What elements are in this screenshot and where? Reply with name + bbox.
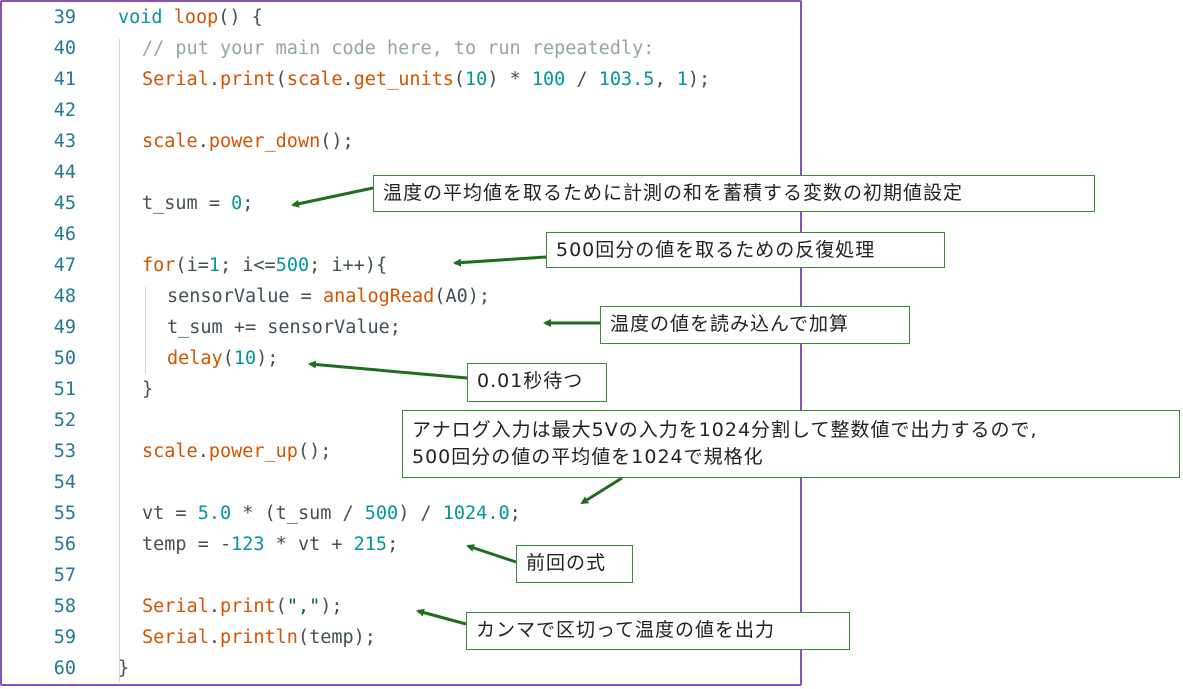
code-line: 52 [2, 405, 800, 436]
code-line: 40 // put your main code here, to run rep… [2, 33, 800, 64]
line-number: 49 [53, 317, 76, 338]
code-text: sensorValue = analogRead(A0); [167, 286, 491, 307]
code-line: 46 [2, 219, 800, 250]
code-line: 53 scale.power_up(); [2, 436, 800, 467]
line-number: 52 [53, 410, 76, 431]
code-line: 50 delay(10); [2, 343, 800, 374]
line-number: 56 [53, 534, 76, 555]
code-text: scale.power_down(); [142, 131, 354, 152]
line-number: 42 [53, 100, 76, 121]
indent-guide [145, 287, 146, 374]
annotation-normalize: アナログ入力は最大5Vの入力を1024分割して整数値で出力するので, 500回分… [402, 410, 1180, 478]
code-line: 48 sensorValue = analogRead(A0); [2, 281, 800, 312]
code-text: // put your main code here, to run repea… [142, 38, 655, 59]
code-line: 57 [2, 560, 800, 591]
code-line: 59 Serial.println(temp); [2, 622, 800, 653]
code-line: 47 for(i=1; i<=500; i++){ [2, 250, 800, 281]
code-text: t_sum = 0; [142, 193, 254, 214]
code-text: delay(10); [167, 348, 279, 369]
code-line: 44 [2, 157, 800, 188]
code-line: 54 [2, 467, 800, 498]
annotation-output: カンマで区切って温度の値を出力 [466, 612, 850, 650]
line-number: 48 [53, 286, 76, 307]
code-line: 58 Serial.print(","); [2, 591, 800, 622]
annotation-delay: 0.01秒待つ [467, 363, 607, 402]
line-number: 41 [53, 69, 76, 90]
line-number: 59 [53, 627, 76, 648]
line-number: 43 [53, 131, 76, 152]
line-number: 54 [53, 472, 76, 493]
code-line: 43 scale.power_down(); [2, 126, 800, 157]
annotation-accumulate: 温度の値を読み込んで加算 [600, 306, 910, 344]
line-number: 39 [53, 7, 76, 28]
line-number: 60 [53, 658, 76, 679]
line-number: 51 [53, 379, 76, 400]
code-text: for(i=1; i<=500; i++){ [142, 255, 388, 276]
code-line: 55 vt = 5.0 * (t_sum / 500) / 1024.0; [2, 498, 800, 529]
code-line: 56 temp = -123 * vt + 215; [2, 529, 800, 560]
annotation-tsum-init: 温度の平均値を取るために計測の和を蓄積する変数の初期値設定 [373, 175, 1095, 212]
code-text: vt = 5.0 * (t_sum / 500) / 1024.0; [142, 503, 521, 524]
code-text: Serial.print(scale.get_units(10) * 100 /… [142, 69, 711, 90]
line-number: 40 [53, 38, 76, 59]
code-line: 41 Serial.print(scale.get_units(10) * 100… [2, 64, 800, 95]
annotation-previous-formula: 前回の式 [516, 545, 633, 583]
line-number: 55 [53, 503, 76, 524]
code-line: 42 [2, 95, 800, 126]
line-number: 45 [53, 193, 76, 214]
code-text: } [142, 379, 154, 400]
code-text: t_sum += sensorValue; [167, 317, 401, 338]
code-text: Serial.println(temp); [142, 627, 376, 648]
code-text: void loop() { [118, 7, 263, 28]
code-text: scale.power_up(); [142, 441, 332, 462]
code-text: temp = -123 * vt + 215; [142, 534, 399, 555]
annotation-for-loop: 500回分の値を取るための反復処理 [546, 232, 945, 268]
line-number: 44 [53, 162, 76, 183]
line-number: 46 [53, 224, 76, 245]
code-line: 45 t_sum = 0; [2, 188, 800, 219]
line-number: 57 [53, 565, 76, 586]
code-text: } [118, 658, 130, 679]
line-number: 47 [53, 255, 76, 276]
code-text: Serial.print(","); [142, 596, 343, 617]
code-line: 51} [2, 374, 800, 405]
code-line: 60} [2, 653, 800, 684]
indent-guide [119, 39, 120, 682]
line-number: 53 [53, 441, 76, 462]
line-number: 58 [53, 596, 76, 617]
line-number: 50 [53, 348, 76, 369]
code-line: 49 t_sum += sensorValue; [2, 312, 800, 343]
code-line: 39 void loop() { [2, 2, 800, 33]
